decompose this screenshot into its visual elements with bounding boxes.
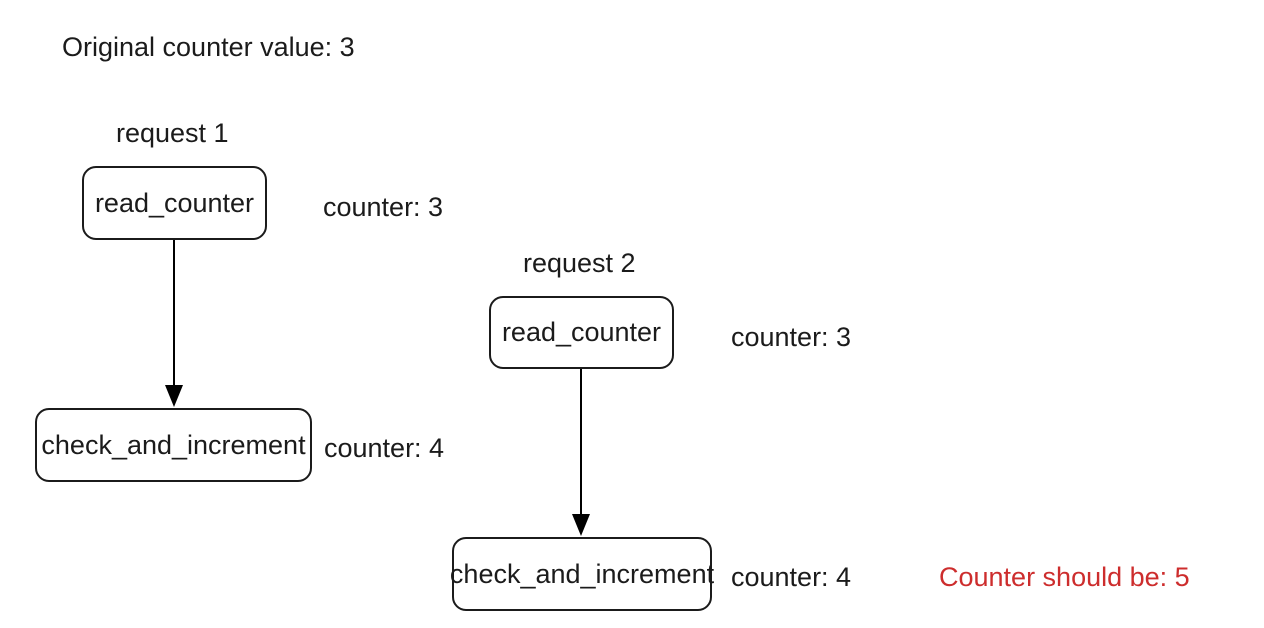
request-1-read-counter-node: read_counter [82,166,267,240]
request-2-check-and-increment-annotation: counter: 4 [731,562,852,592]
request-2-label: request 2 [523,248,636,278]
original-counter-title: Original counter value: 3 [62,32,355,62]
request-2-read-counter-node: read_counter [489,296,674,369]
request-1-label: request 1 [116,118,229,148]
request-1-check-and-increment-node-label: check_and_increment [41,429,306,460]
request-1-check-and-increment-node: check_and_increment [35,408,312,482]
request-2-check-and-increment-node: check_and_increment [449,537,715,611]
arrow-down-icon [165,240,183,407]
request-1-read-counter-annotation: counter: 3 [323,192,444,222]
counter-should-be-note: Counter should be: 5 [939,562,1190,592]
request-1-read-counter-node-label: read_counter [94,187,255,218]
request-1-check-and-increment-annotation: counter: 4 [324,433,445,463]
arrow-down-icon [572,369,590,536]
request-2-check-and-increment-node-label: check_and_increment [449,558,715,589]
request-2-read-counter-annotation: counter: 3 [731,322,852,352]
request-2-read-counter-node-label: read_counter [501,317,662,347]
